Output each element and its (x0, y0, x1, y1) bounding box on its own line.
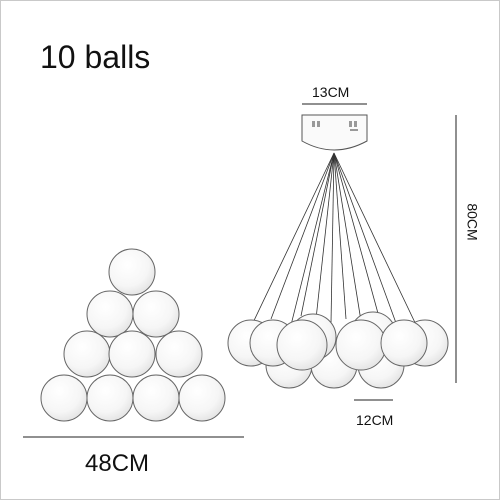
pyramid-ball (86, 374, 134, 422)
pyramid-ball (86, 290, 134, 338)
ball-cluster (227, 311, 449, 389)
cluster-ball (380, 319, 428, 367)
pyramid-ball (63, 330, 111, 378)
overall-width-label: 48CM (85, 450, 150, 477)
suspension-cables (248, 152, 420, 342)
height-label: 80CM (464, 203, 481, 241)
pyramid-ball (155, 330, 203, 378)
ball-pyramid (40, 248, 226, 422)
diagram-title: 10 balls (40, 39, 151, 75)
cluster-ball (276, 319, 328, 371)
ball-size-label: 12CM (356, 412, 394, 428)
pyramid-ball (132, 374, 180, 422)
pyramid-ball (108, 330, 156, 378)
canopy (301, 114, 368, 151)
pyramid-ball (108, 248, 156, 296)
pyramid-ball (132, 290, 180, 338)
pyramid-ball (178, 374, 226, 422)
canopy-width-label: 13CM (312, 84, 350, 100)
cluster-ball (335, 319, 387, 371)
pyramid-ball (40, 374, 88, 422)
